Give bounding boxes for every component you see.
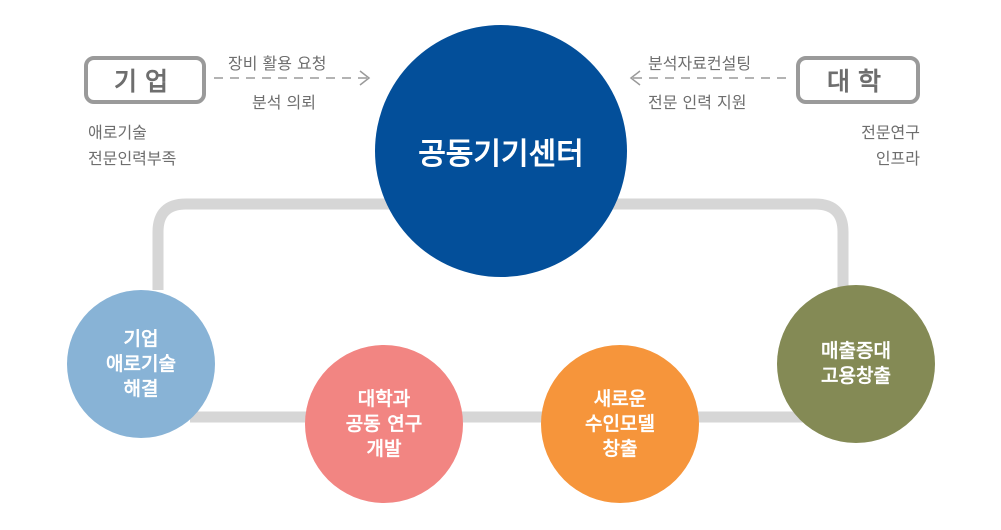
circle-1-line-2: 애로기술 bbox=[106, 352, 176, 375]
left-dashed-arrow bbox=[214, 70, 371, 86]
university-notes: 전문연구 인프라 bbox=[780, 120, 920, 172]
university-box-label: 대학 bbox=[826, 67, 889, 96]
company-note-1: 애로기술 bbox=[88, 123, 147, 142]
right-dashed-arrow bbox=[629, 70, 790, 86]
circle-2-line-3: 개발 bbox=[366, 437, 402, 460]
circle-company-solution: 기업 애로기술 해결 bbox=[67, 290, 215, 438]
center-circle: 공동기기센터 bbox=[375, 25, 627, 277]
circle-1-line-1: 기업 bbox=[123, 327, 159, 350]
circle-1-line-3: 해결 bbox=[123, 377, 159, 400]
circle-2-line-1: 대학과 bbox=[357, 387, 411, 410]
company-box: 기업 bbox=[84, 56, 206, 104]
university-note-2: 인프라 bbox=[875, 149, 920, 168]
circle-4-line-2: 고용창출 bbox=[821, 365, 891, 387]
circle-joint-research: 대학과 공동 연구 개발 bbox=[305, 345, 463, 503]
university-note-1: 전문연구 bbox=[861, 123, 920, 142]
circle-2-line-2: 공동 연구 bbox=[345, 412, 423, 435]
circle-new-model: 새로운 수인모델 창출 bbox=[541, 345, 699, 503]
left-arrow-top-text: 장비 활용 요청 bbox=[228, 54, 327, 73]
company-box-label: 기업 bbox=[113, 67, 176, 96]
circle-3-line-2: 수인모델 bbox=[585, 412, 655, 435]
company-notes: 애로기술 전문인력부족 bbox=[88, 120, 176, 172]
circle-sales-employment: 매출증대 고용창출 bbox=[777, 285, 935, 443]
right-arrow-top-text: 분석자료컨설팅 bbox=[648, 54, 752, 73]
circle-3-line-3: 창출 bbox=[602, 437, 638, 460]
university-box: 대학 bbox=[796, 56, 920, 104]
circle-4-line-1: 매출증대 bbox=[821, 340, 891, 362]
circle-3-line-1: 새로운 bbox=[593, 387, 647, 410]
company-note-2: 전문인력부족 bbox=[88, 149, 177, 168]
left-arrow-bottom-text: 분석 의뢰 bbox=[252, 93, 316, 112]
right-arrow-bottom-text: 전문 인력 지원 bbox=[648, 93, 747, 112]
center-circle-label: 공동기기센터 bbox=[418, 137, 584, 172]
